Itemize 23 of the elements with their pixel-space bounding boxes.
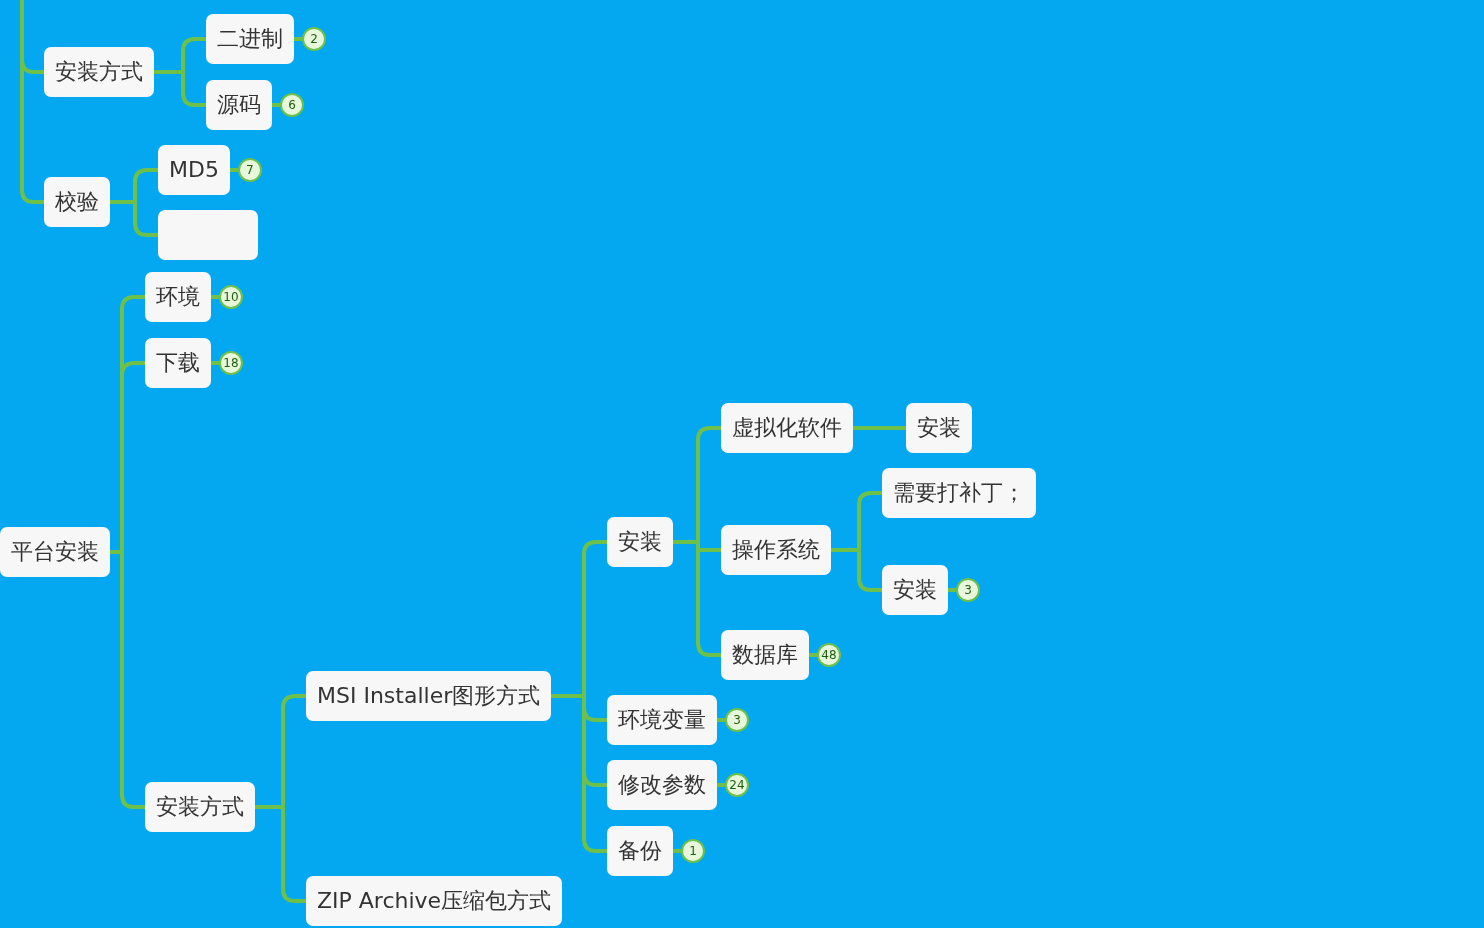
topic-node: 安装 xyxy=(607,517,673,567)
topic-node: 安装方式 xyxy=(145,782,255,832)
topic-node: 虚拟化软件 xyxy=(721,403,853,453)
topic-node: 安装方式 xyxy=(44,47,154,97)
branch-connector xyxy=(853,426,906,430)
topic-node: 数据库 xyxy=(721,630,809,680)
topic-node: 修改参数 xyxy=(607,760,717,810)
topic-node: 二进制 xyxy=(206,14,294,64)
topic-node: 校验 xyxy=(44,177,110,227)
topic-node: ZIP Archive压缩包方式 xyxy=(306,876,563,926)
topic-node: 安装 xyxy=(906,403,972,453)
topic-node: 备份 xyxy=(607,826,673,876)
topic-node: 下载 xyxy=(145,338,211,388)
topic-node: MD5 xyxy=(158,145,230,195)
topic-node: MSI Installer图形方式 xyxy=(306,671,552,721)
topic-node: 操作系统 xyxy=(721,525,831,575)
topic-node: 安装 xyxy=(882,565,948,615)
topic-node: 环境 xyxy=(145,272,211,322)
topic-node xyxy=(158,210,258,260)
topic-node: 源码 xyxy=(206,80,272,130)
topic-node: 平台安装 xyxy=(0,527,110,577)
topic-node: 需要打补丁； xyxy=(882,468,1036,518)
topic-node: 环境变量 xyxy=(607,695,717,745)
